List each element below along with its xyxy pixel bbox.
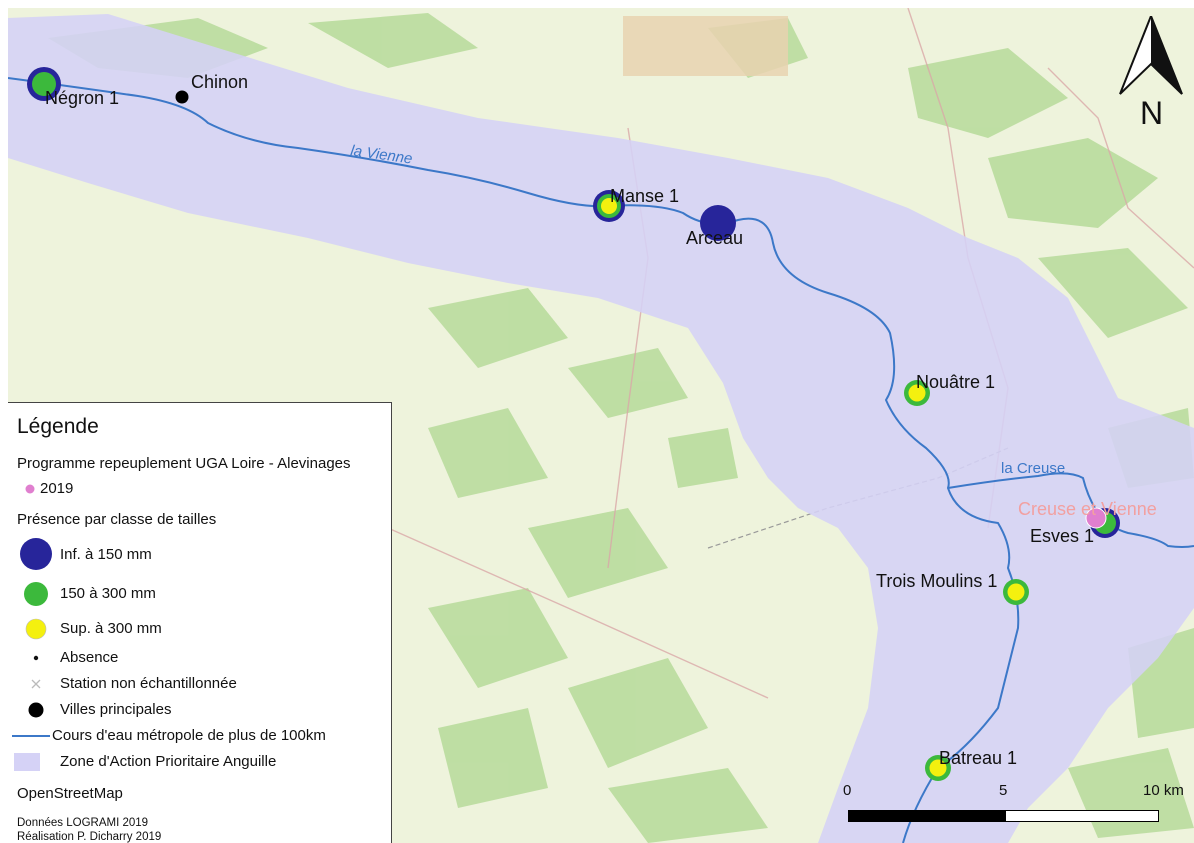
station-arceau: Arceau xyxy=(686,205,743,248)
legend-item-cours-eau: Cours d'eau métropole de plus de 100km xyxy=(8,723,388,749)
legend-credit-author: Réalisation P. Dicharry 2019 xyxy=(17,831,162,843)
north-arrow: N xyxy=(1116,13,1186,131)
legend-item-2019: 2019 xyxy=(8,476,388,502)
scale-bar: 0 5 10 km xyxy=(838,782,1194,832)
scale-tick-5: 5 xyxy=(999,782,1008,799)
legend-title: Légende xyxy=(17,415,99,438)
legend-section-presence: Présence par classe de tailles xyxy=(17,511,217,528)
marker-sup300 xyxy=(908,384,926,402)
c150-300-symbol-icon xyxy=(24,582,48,606)
label-station: Batreau 1 xyxy=(939,748,1017,768)
alevinage-symbol-icon xyxy=(25,484,35,494)
legend-label: Station non échantillonnée xyxy=(60,675,237,692)
label-station: Manse 1 xyxy=(610,186,679,206)
station-trois-moulins-1: Trois Moulins 1 xyxy=(876,571,1029,605)
station-manse-1: Manse 1 xyxy=(593,186,679,222)
legend-item-absence: Absence xyxy=(8,645,388,671)
scale-tick-0: 0 xyxy=(843,782,852,799)
military-area xyxy=(623,16,788,76)
city-marker xyxy=(175,90,189,104)
scale-tick-10: 10 km xyxy=(1143,782,1184,799)
scale-segment-white xyxy=(1005,810,1159,822)
scale-segment-black xyxy=(848,810,1007,822)
sup300-symbol-icon xyxy=(25,618,47,640)
label-station: Esves 1 xyxy=(1030,526,1094,546)
basemap-forests xyxy=(48,13,1194,843)
legend-item-zone: Zone d'Action Prioritaire Anguille xyxy=(8,749,388,775)
legend-item-inf150: Inf. à 150 mm xyxy=(8,538,388,570)
north-label: N xyxy=(1140,95,1163,128)
river-vienne xyxy=(8,77,1020,843)
alevinage-2019-marker xyxy=(1085,507,1107,529)
marker-sup300 xyxy=(1007,583,1025,601)
legend-item-non-echantillonnee: Station non échantillonnée xyxy=(8,671,388,697)
label-station: Trois Moulins 1 xyxy=(876,571,997,591)
station-negron-1: Négron 1 xyxy=(27,67,119,108)
marker-sup300 xyxy=(929,759,947,777)
legend-item-150-300: 150 à 300 mm xyxy=(8,581,388,607)
legend-label: Villes principales xyxy=(60,701,172,718)
legend-basemap: OpenStreetMap xyxy=(17,785,123,802)
label-river-creuse: la Creuse xyxy=(1001,460,1065,477)
inf150-symbol-icon xyxy=(20,538,52,570)
legend-label: Cours d'eau métropole de plus de 100km xyxy=(52,727,326,744)
cross-symbol-icon xyxy=(31,679,41,689)
station-nouatre-1: Nouâtre 1 xyxy=(904,372,995,406)
label-confluence: Creuse et Vienne xyxy=(1018,499,1157,519)
zone-action-prioritaire xyxy=(8,14,1194,843)
legend-label: 2019 xyxy=(40,480,74,497)
label-station: Négron 1 xyxy=(45,88,119,108)
legend-credit-data: Données LOGRAMI 2019 xyxy=(17,817,149,829)
marker-inf150 xyxy=(700,205,736,241)
marker-150-300 xyxy=(32,72,56,96)
legend-label: Zone d'Action Prioritaire Anguille xyxy=(60,753,277,770)
label-station: Arceau xyxy=(686,228,743,248)
legend-panel: Légende Programme repeuplement UGA Loire… xyxy=(8,402,392,843)
legend-label: Absence xyxy=(60,649,119,666)
marker-sup300 xyxy=(601,198,617,214)
legend-section-repeuplement: Programme repeuplement UGA Loire - Alevi… xyxy=(17,455,351,472)
absence-symbol-icon xyxy=(33,655,39,661)
legend-label: Sup. à 300 mm xyxy=(60,620,162,637)
zone-symbol-icon xyxy=(14,753,40,771)
label-station: Nouâtre 1 xyxy=(916,372,995,392)
legend-label: 150 à 300 mm xyxy=(60,585,156,602)
legend-label: Inf. à 150 mm xyxy=(60,546,152,563)
city-symbol-icon xyxy=(28,702,44,718)
legend-item-villes: Villes principales xyxy=(8,697,388,723)
legend-item-sup300: Sup. à 300 mm xyxy=(8,616,388,642)
station-batreau-1: Batreau 1 xyxy=(925,748,1017,781)
label-city: Chinon xyxy=(191,72,248,92)
